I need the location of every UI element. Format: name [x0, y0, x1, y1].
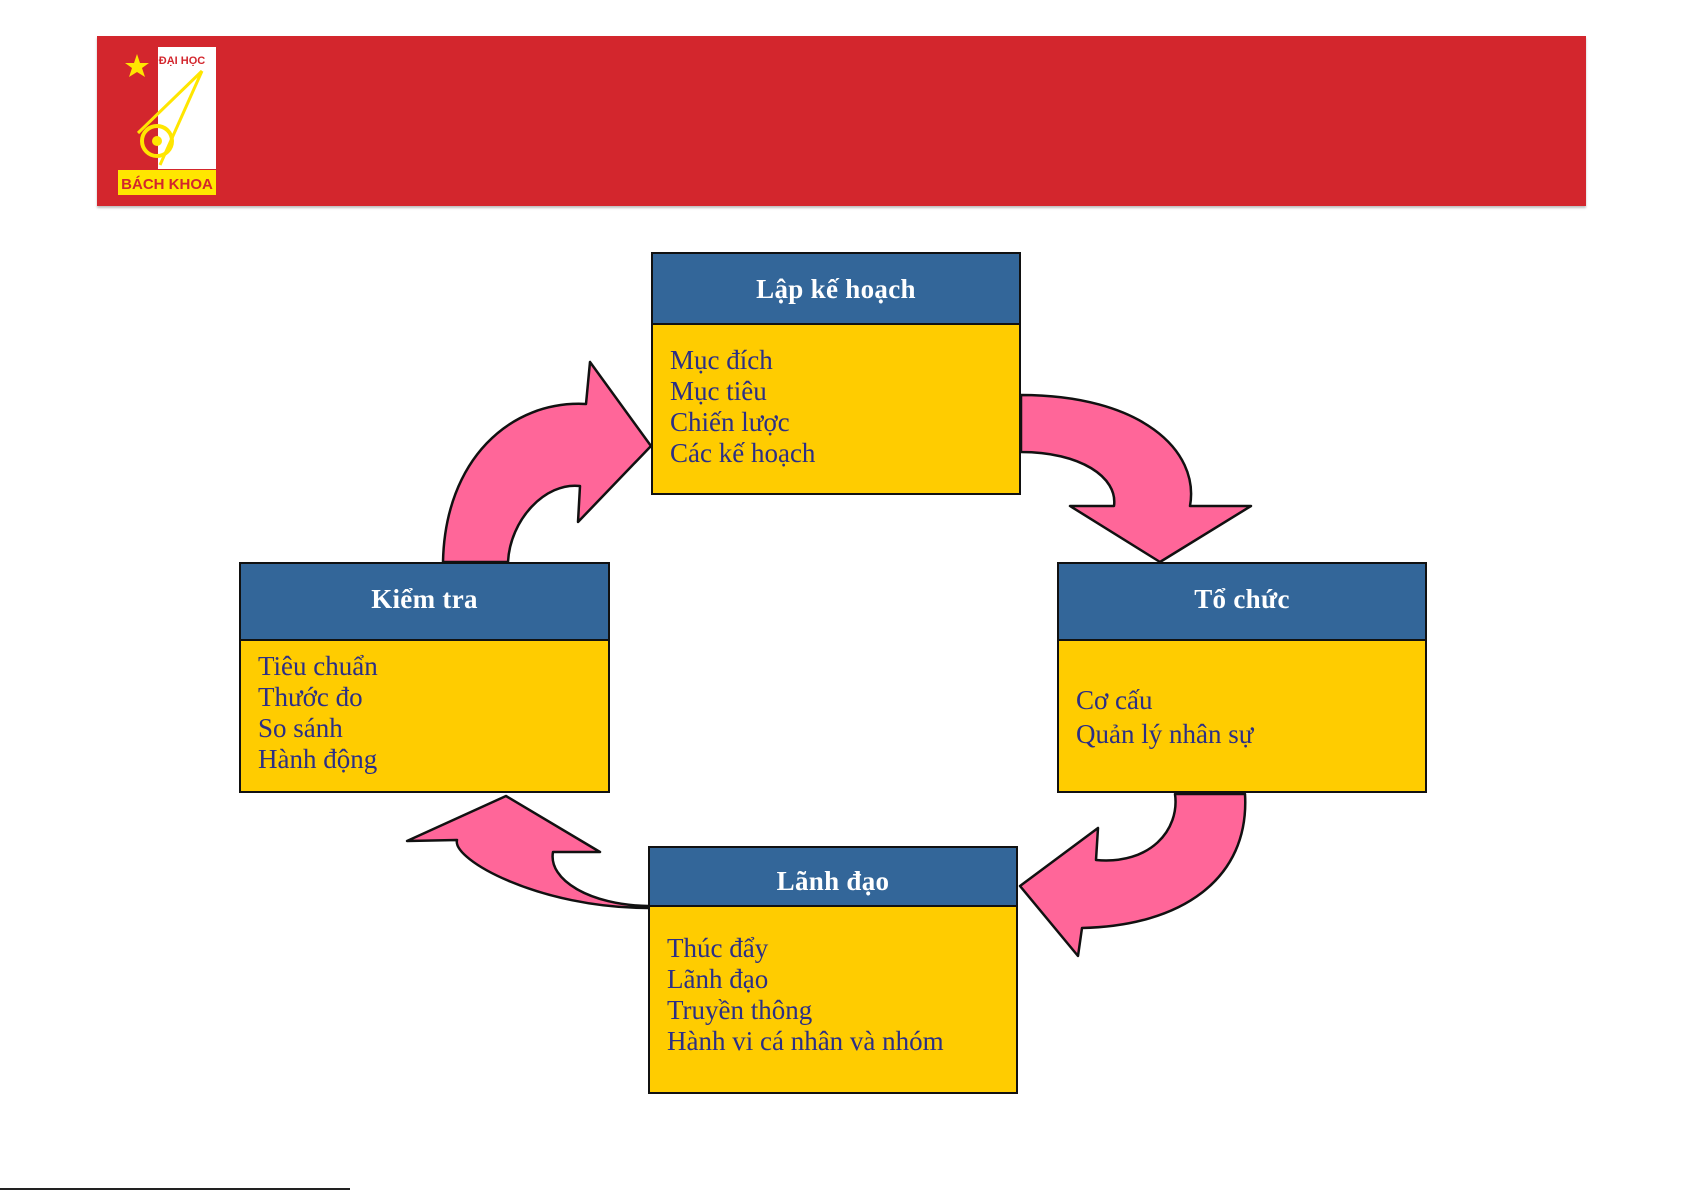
list-item: Lãnh đạo [667, 964, 1016, 995]
list-item: So sánh [258, 713, 608, 744]
node-lead: Lãnh đạo Thúc đẩy Lãnh đạo Truyền thông … [648, 846, 1018, 1094]
list-item: Hành vi cá nhân và nhóm [667, 1026, 1016, 1057]
node-org: Tổ chức Cơ cấu Quản lý nhân sự [1057, 562, 1427, 793]
arrow-plan-to-org [1021, 395, 1251, 562]
node-plan: Lập kế hoạch Mục đích Mục tiêu Chiến lượ… [651, 252, 1021, 495]
node-check: Kiểm tra Tiêu chuẩn Thước đo So sánh Hàn… [239, 562, 610, 793]
list-item: Truyền thông [667, 995, 1016, 1026]
arrow-lead-to-check [407, 796, 648, 908]
list-item: Cơ cấu [1076, 683, 1425, 717]
node-org-items: Cơ cấu Quản lý nhân sự [1059, 641, 1425, 751]
node-lead-items: Thúc đẩy Lãnh đạo Truyền thông Hành vi c… [650, 907, 1016, 1057]
node-check-items: Tiêu chuẩn Thước đo So sánh Hành động [241, 641, 608, 775]
list-item: Tiêu chuẩn [258, 651, 608, 682]
list-item: Hành động [258, 744, 608, 775]
node-lead-title: Lãnh đạo [650, 848, 1016, 907]
list-item: Thước đo [258, 682, 608, 713]
list-item: Mục tiêu [670, 376, 1019, 407]
arrow-check-to-plan [443, 362, 651, 562]
node-plan-items: Mục đích Mục tiêu Chiến lược Các kế hoạc… [653, 325, 1019, 469]
footer-divider [0, 1188, 350, 1190]
node-check-title: Kiểm tra [241, 564, 608, 641]
node-plan-title: Lập kế hoạch [653, 254, 1019, 325]
list-item: Thúc đẩy [667, 933, 1016, 964]
list-item: Mục đích [670, 345, 1019, 376]
list-item: Chiến lược [670, 407, 1019, 438]
node-org-title: Tổ chức [1059, 564, 1425, 641]
list-item: Quản lý nhân sự [1076, 717, 1425, 751]
list-item: Các kế hoạch [670, 438, 1019, 469]
arrow-org-to-lead [1020, 794, 1245, 956]
